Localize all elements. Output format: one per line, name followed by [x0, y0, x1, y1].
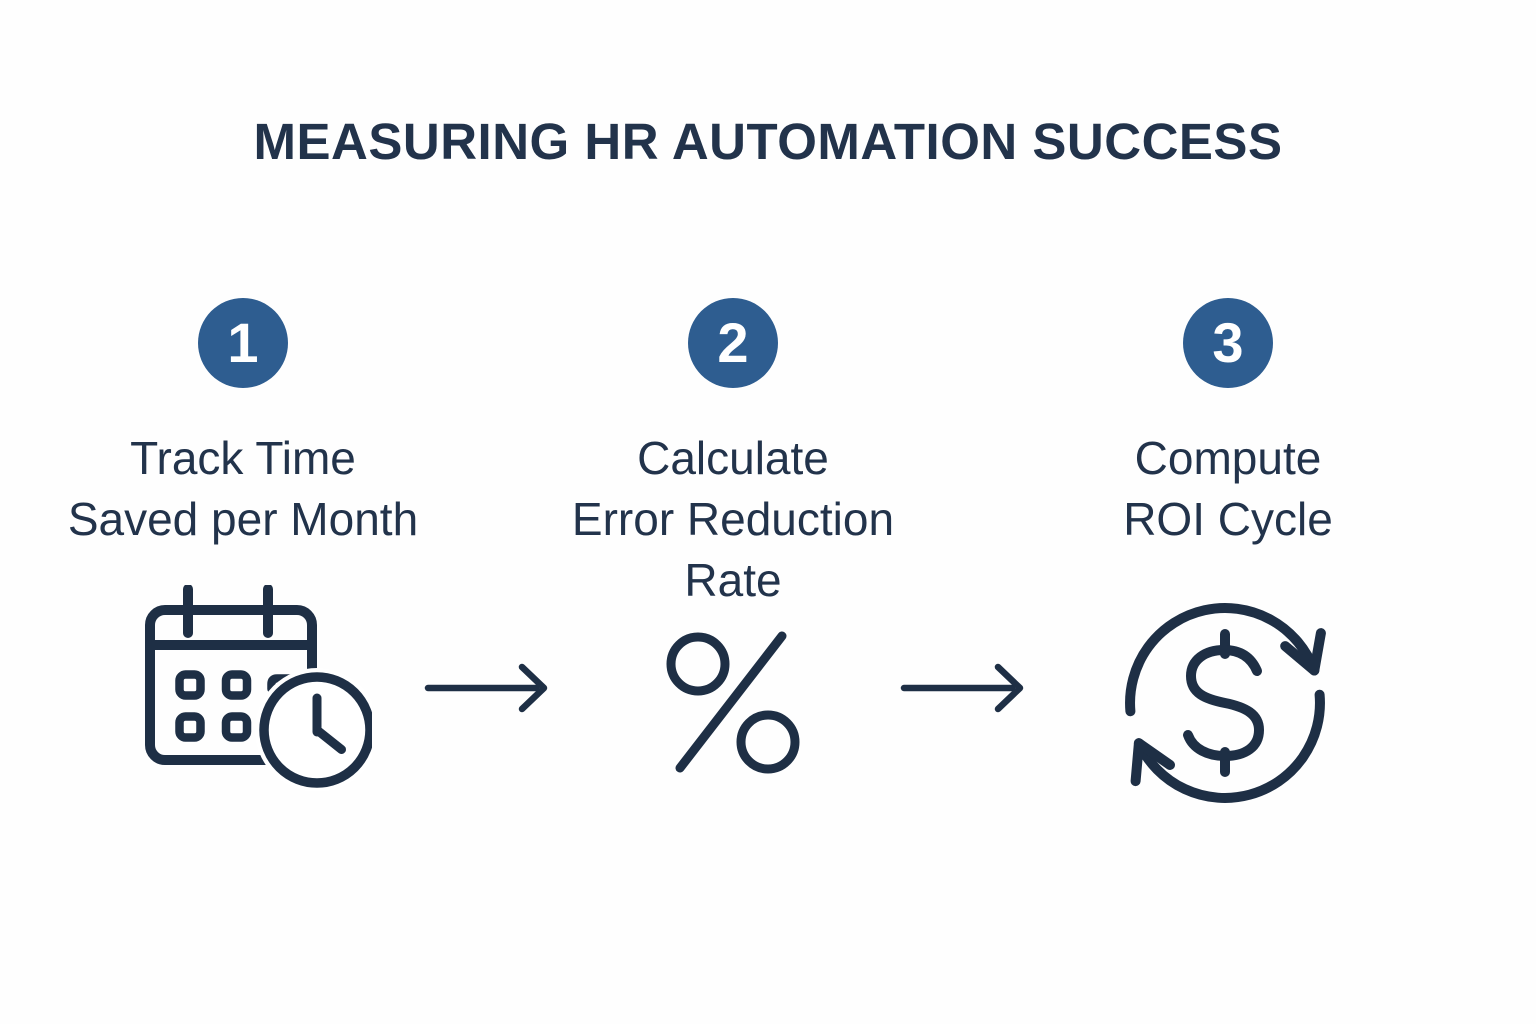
step-2-number-badge: 2 [688, 298, 778, 388]
arrow-right-icon [900, 663, 1024, 713]
step-3-number-badge: 3 [1183, 298, 1273, 388]
step-2-number: 2 [717, 311, 749, 374]
step-2-label: Calculate Error Reduction Rate [571, 432, 895, 606]
step-1-label: Track Time Saved per Month [67, 432, 419, 545]
step-3-number: 3 [1212, 311, 1244, 374]
page-title: MEASURING HR AUTOMATION SUCCESS [253, 113, 1283, 170]
step-1-number-badge: 1 [198, 298, 288, 388]
arrow-right-icon [424, 663, 548, 713]
percent-icon [666, 631, 800, 774]
step-3-label: Compute ROI Cycle [1123, 432, 1333, 545]
calendar-clock-icon [145, 585, 372, 791]
step-1-number: 1 [227, 311, 259, 374]
dollar-cycle-icon [1125, 603, 1326, 803]
